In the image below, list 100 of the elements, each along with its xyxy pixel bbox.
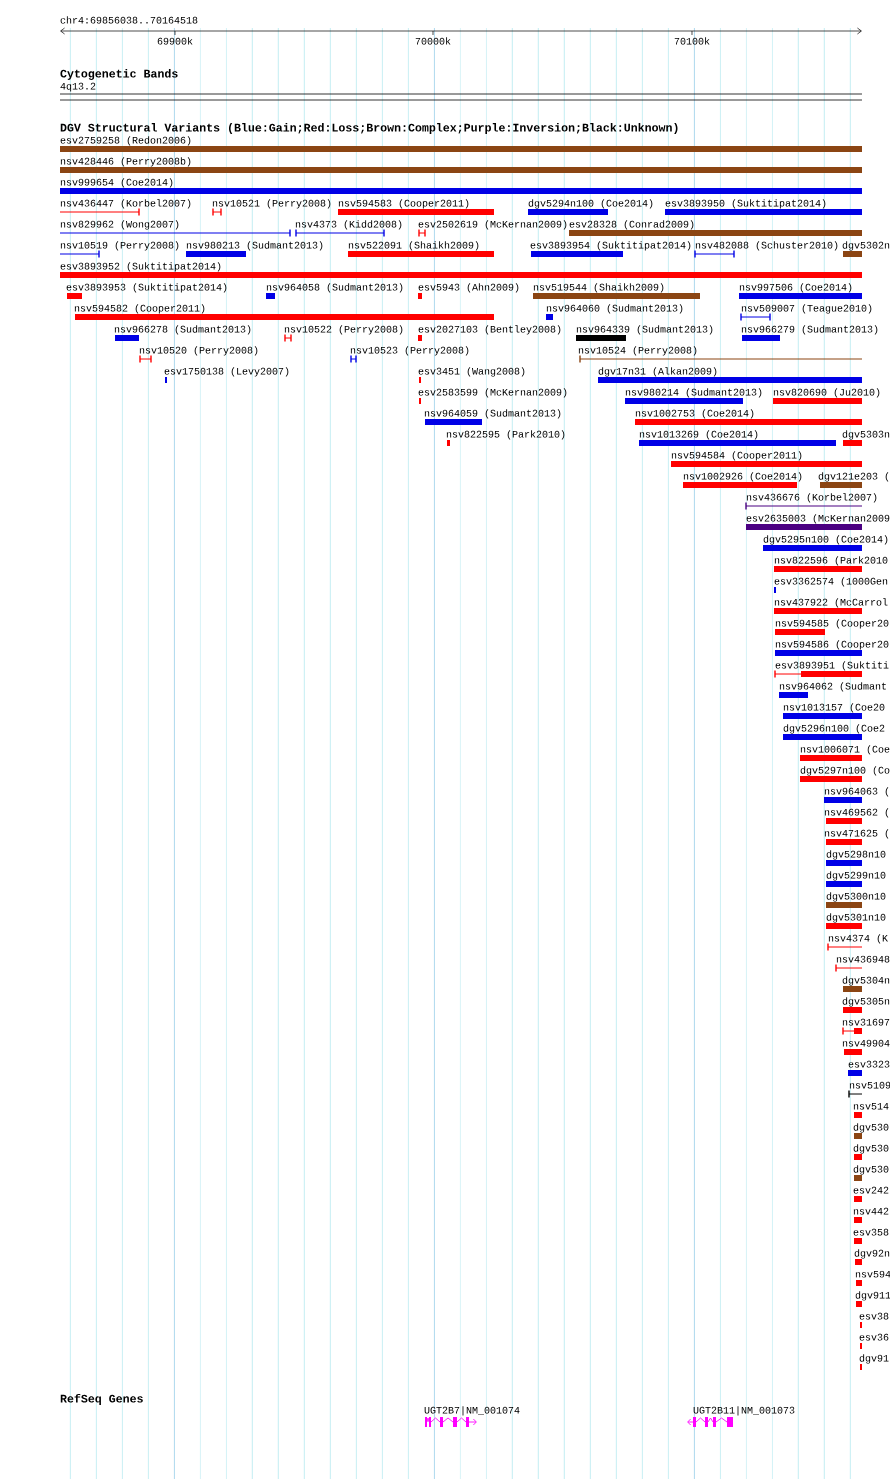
variant-label: nsv964058 (Sudmant2013) — [266, 283, 403, 293]
variant-label: dgv5304n — [842, 976, 890, 986]
variant-label: esv28328 (Conrad2009) — [569, 220, 694, 230]
variant-label: nsv482088 (Schuster2010) — [695, 241, 838, 251]
variant-label: nsv820690 (Ju2010) — [773, 388, 880, 398]
variant-label: nsv594583 (Cooper2011) — [338, 199, 469, 209]
variant-label: nsv4374 (K — [828, 934, 888, 944]
variant-label: nsv1002753 (Coe2014) — [635, 409, 754, 419]
variant-label: dgv530 — [853, 1144, 889, 1154]
variant-label: dgv5305n — [842, 997, 890, 1007]
variant-label: nsv594 — [855, 1270, 890, 1278]
variant-label: nsv10523 (Perry2008) — [350, 346, 469, 356]
variant-label: nsv1013157 (Coe20 — [783, 703, 885, 713]
variant-label: nsv10519 (Perry2008) — [60, 241, 179, 251]
variant-label: dgv17n31 (Alkan2009) — [598, 367, 717, 377]
variant-label: esv3362574 (1000Gen — [774, 577, 888, 587]
variant-label: nsv436447 (Korbel2007) — [60, 199, 191, 209]
variant-label: nsv522091 (Shaikh2009) — [348, 241, 479, 251]
variant-label: nsv519544 (Shaikh2009) — [533, 283, 664, 293]
variant-label: esv358 — [853, 1228, 889, 1236]
variant-label: esv5943 (Ahn2009) — [418, 283, 519, 293]
variant-label: dgv5298n10 — [826, 850, 886, 860]
variant-label: esv2502619 (McKernan2009) — [418, 220, 567, 230]
variant-label: dgv5296n100 (Coe2 — [783, 724, 885, 734]
variant-label: nsv514 — [853, 1102, 889, 1110]
variant-label: nsv964339 (Sudmant2013) — [576, 325, 713, 335]
variant-label: nsv1006071 (Coe — [800, 745, 890, 755]
variant-label: nsv436948 — [836, 955, 890, 963]
variant-label: nsv4373 (Kidd2008) — [295, 220, 402, 230]
variant-label: nsv822595 (Park2010) — [446, 430, 565, 440]
variant-label: nsv31697 — [842, 1018, 890, 1026]
variant-label: esv3893952 (Suktitipat2014) — [60, 262, 221, 272]
track-title: Cytogenetic Bands — [60, 69, 178, 80]
variant-label: nsv49904 — [842, 1039, 890, 1047]
variant-label: nsv964063 ( — [824, 787, 889, 797]
variant-label: nsv997506 (Coe2014) — [739, 283, 852, 293]
variant-label: esv3893951 (Suktiti — [775, 661, 889, 671]
variant-label: esv3451 (Wang2008) — [418, 367, 525, 377]
variant-label: nsv10524 (Perry2008) — [578, 346, 697, 356]
variant-label: nsv10522 (Perry2008) — [284, 325, 403, 335]
variant-label: esv2583599 (McKernan2009) — [418, 388, 567, 398]
variant-label: nsv964059 (Sudmant2013) — [424, 409, 561, 419]
variant-label: nsv10521 (Perry2008) — [212, 199, 331, 209]
coordinate-label: chr4:69856038..70164518 — [60, 16, 198, 24]
variant-label: nsv594582 (Cooper2011) — [74, 304, 205, 314]
variant-label: dgv5294n100 (Coe2014) — [528, 199, 653, 209]
variant-label: nsv1002926 (Coe2014) — [683, 472, 802, 482]
variant-label: nsv5109 — [849, 1081, 890, 1089]
variant-label: esv2635003 (McKernan2009 — [746, 514, 890, 524]
variant-label: nsv594584 (Cooper2011) — [671, 451, 802, 461]
variant-label: esv3323 — [848, 1060, 890, 1068]
tick-label: 70100k — [674, 37, 710, 45]
variant-label: esv2027103 (Bentley2008) — [418, 325, 561, 335]
variant-label: dgv92n — [854, 1249, 890, 1259]
variant-label: esv38 — [859, 1312, 889, 1320]
variant-label: nsv428446 (Perry2008b) — [60, 157, 191, 167]
variant-label: nsv964062 (Sudmant — [779, 682, 886, 692]
variant-label: dgv5295n100 (Coe2014) — [763, 535, 888, 545]
variant-label: esv242 — [853, 1186, 889, 1194]
variant-label: nsv437922 (McCarrol — [774, 598, 888, 608]
track-title: RefSeq Genes — [60, 1393, 143, 1405]
variant-label: nsv471625 ( — [824, 829, 889, 839]
variant-label: dgv5300n10 — [826, 892, 886, 902]
gene-label: UGT2B7|NM_001074 — [424, 1406, 520, 1416]
variant-label: nsv980213 (Sudmant2013) — [186, 241, 323, 251]
variant-label: dgv5301n10 — [826, 913, 886, 923]
variant-label: nsv442 — [853, 1207, 889, 1215]
variant-label: dgv530 — [853, 1123, 889, 1133]
variant-label: dgv530 — [853, 1165, 889, 1175]
variant-label: nsv829962 (Wong2007) — [60, 220, 179, 230]
variant-label: esv3893953 (Suktitipat2014) — [66, 283, 227, 293]
variant-label: esv3893950 (Suktitipat2014) — [665, 199, 826, 209]
variant-label: dgv121e203 ( — [818, 472, 889, 482]
tick-label: 69900k — [157, 37, 193, 45]
variant-label: dgv5303n — [842, 430, 890, 440]
variant-label: nsv436676 (Korbel2007) — [746, 493, 877, 503]
variant-label: esv3893954 (Suktitipat2014) — [530, 241, 691, 251]
variant-label: nsv999654 (Coe2014) — [60, 178, 173, 188]
variant-label: esv2759258 (Redon2006) — [60, 136, 191, 146]
variant-label: nsv469562 ( — [824, 808, 889, 818]
track-title: DGV Structural Variants (Blue:Gain;Red:Loss;Brown:Complex;Purple:Inversion;Black:Unknown) — [60, 123, 678, 134]
variant-label: nsv822596 (Park2010 — [774, 556, 888, 566]
variant-label: nsv1013269 (Coe2014) — [639, 430, 758, 440]
gene-label: UGT2B11|NM_001073 — [693, 1406, 795, 1416]
variant-label: nsv966278 (Sudmant2013) — [114, 325, 251, 335]
variant-label: nsv980214 (Sudmant2013) — [625, 388, 762, 398]
band-label: 4q13.2 — [60, 82, 96, 92]
variant-label: esv36 — [859, 1333, 889, 1341]
variant-label: nsv966279 (Sudmant2013) — [741, 325, 878, 335]
variant-label: esv1750138 (Levy2007) — [164, 367, 289, 377]
variant-label: dgv5297n100 (Co — [800, 766, 890, 776]
variant-label: nsv964060 (Sudmant2013) — [546, 304, 683, 314]
variant-label: nsv10520 (Perry2008) — [139, 346, 258, 356]
variant-label: dgv5302n — [842, 241, 890, 251]
variant-label: dgv91 — [859, 1354, 889, 1364]
variant-label: dgv911 — [855, 1291, 890, 1301]
variant-label: nsv594585 (Cooper20 — [775, 619, 889, 629]
variant-label: nsv509007 (Teague2010) — [741, 304, 872, 314]
variant-label: dgv5299n10 — [826, 871, 886, 881]
tick-label: 70000k — [415, 37, 451, 45]
